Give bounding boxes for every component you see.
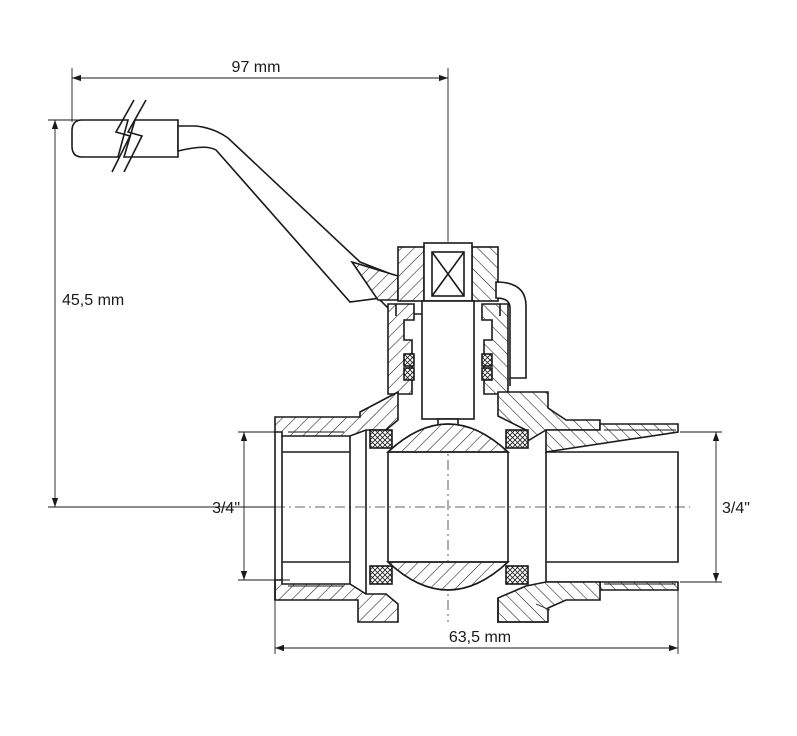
valve-stem (421, 300, 475, 442)
dimension-body-length: 63,5 mm (274, 582, 679, 654)
dimension-right-thread: 3/4" (680, 431, 750, 583)
bonnet (387, 303, 509, 395)
stem-nut (397, 242, 499, 302)
dimension-left-thread: 3/4" (212, 431, 290, 581)
handle-length-label: 97 mm (232, 59, 281, 76)
valve-handle (71, 99, 422, 315)
dimension-handle-length: 97 mm (71, 59, 449, 240)
body-length-label: 63,5 mm (449, 629, 511, 646)
left-thread-label: 3/4" (212, 500, 240, 517)
dimension-height: 45,5 mm (48, 119, 275, 508)
valve-body (274, 390, 679, 623)
stop-bracket (495, 281, 527, 386)
height-label: 45,5 mm (62, 292, 124, 309)
right-thread-label: 3/4" (722, 500, 750, 517)
